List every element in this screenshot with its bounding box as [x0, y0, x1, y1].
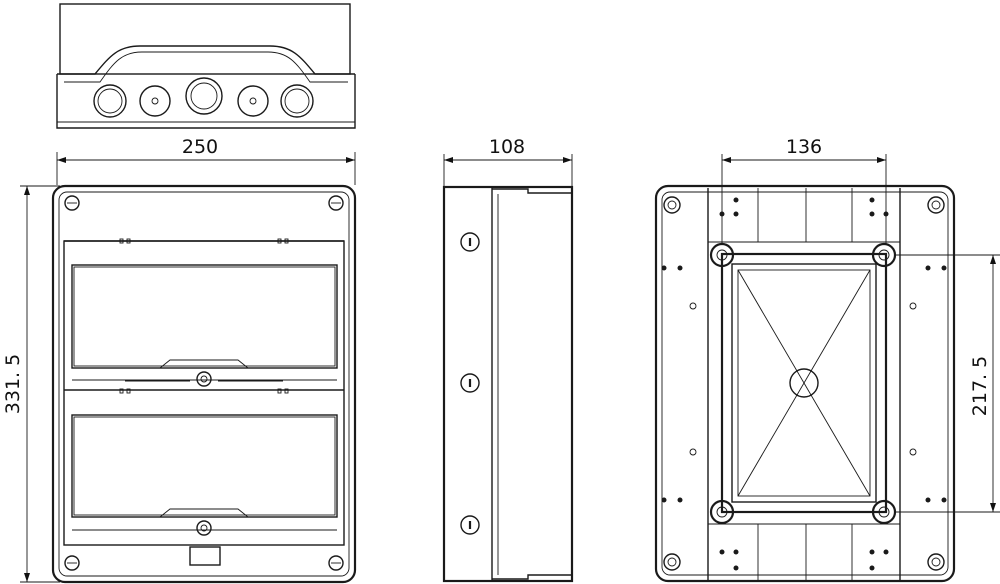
- back-corner-screws: [663, 196, 945, 571]
- dimension-250: 250: [56, 136, 356, 185]
- dimension-250-label: 250: [182, 136, 218, 158]
- front-corner-screws: [64, 195, 344, 571]
- back-open-holes: [689, 302, 917, 456]
- dimension-136: 136: [721, 136, 887, 244]
- front-view: [51, 184, 357, 584]
- dimension-217-5-label: 217. 5: [969, 356, 991, 416]
- dimension-217-5: 217. 5: [895, 254, 1000, 513]
- top-view-glands: [93, 77, 314, 118]
- dimension-331-5: 331. 5: [2, 185, 60, 583]
- dimension-108-label: 108: [489, 136, 525, 158]
- back-holes: [661, 197, 947, 571]
- side-view: [442, 185, 574, 583]
- top-view: [56, 3, 356, 129]
- dimension-331-5-label: 331. 5: [2, 354, 24, 414]
- dimension-136-label: 136: [786, 136, 822, 158]
- back-view: [654, 184, 956, 583]
- dimension-108: 108: [443, 136, 573, 193]
- back-frame-screws: [709, 242, 897, 525]
